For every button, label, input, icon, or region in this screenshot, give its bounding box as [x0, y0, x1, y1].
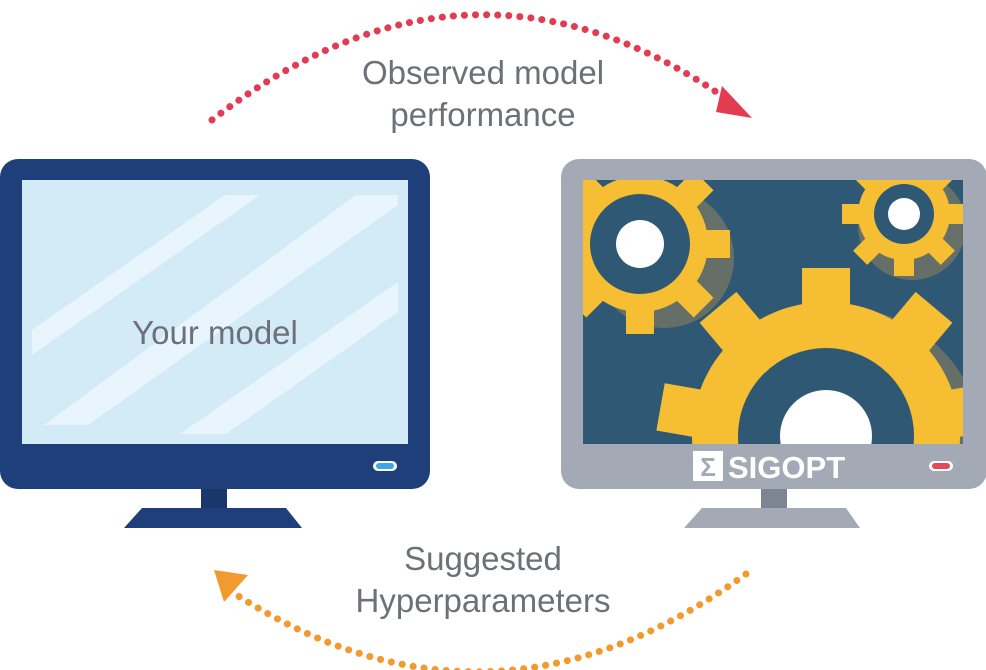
right-power-led-core [932, 463, 950, 469]
your-model-label: Your model [132, 314, 298, 351]
gear-top-right-icon [842, 180, 963, 276]
suggested-hyperparameters-line1: Suggested [404, 540, 562, 577]
gear-large-icon [656, 268, 963, 444]
right-monitor: Σ SIGOPT [561, 159, 986, 528]
sigopt-wordmark: SIGOPT [728, 450, 845, 485]
suggested-hyperparameters-label: Suggested Hyperparameters [296, 538, 670, 622]
left-monitor-base [124, 508, 302, 528]
screen-glare-2 [44, 195, 398, 425]
observed-performance-label: Observed model performance [300, 52, 666, 136]
left-monitor: Your model [0, 159, 430, 528]
top-arrowhead-icon [716, 86, 752, 118]
screen-glare-3 [180, 282, 398, 434]
observed-performance-line2: performance [390, 96, 576, 133]
left-power-led-core [376, 463, 394, 469]
screen-glare-1 [32, 195, 260, 355]
suggested-hyperparameters-line2: Hyperparameters [355, 582, 611, 619]
observed-performance-line1: Observed model [361, 54, 605, 91]
sigopt-logo: Σ SIGOPT [693, 450, 845, 485]
sigma-icon [693, 451, 723, 481]
top-arrow-arc [208, 11, 732, 124]
right-monitor-base [684, 508, 860, 528]
sigma-symbol: Σ [700, 452, 716, 482]
gear-top-left-icon [583, 180, 730, 334]
bottom-arrowhead-icon [214, 570, 248, 602]
